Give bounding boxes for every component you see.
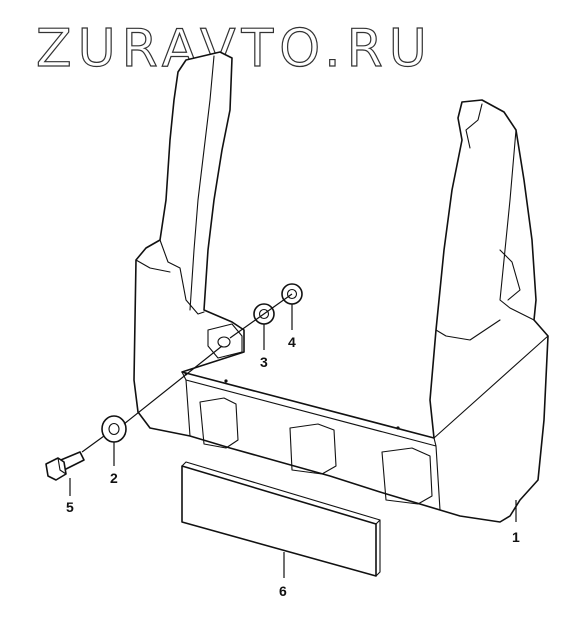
assembly-line-lower (81, 345, 223, 453)
plate-part (181, 461, 381, 577)
bolt-part (45, 451, 85, 481)
callout-3: 3 (260, 354, 268, 370)
callout-4: 4 (288, 334, 296, 350)
callout-5: 5 (66, 499, 74, 515)
assembly-line-upper (229, 293, 293, 339)
callout-1: 1 (512, 529, 520, 545)
watermark-text: ZURAVTO.RU (36, 19, 433, 79)
callout-6: 6 (279, 583, 287, 599)
callout-2: 2 (110, 470, 118, 486)
washer-2 (101, 415, 127, 443)
guard-part (133, 51, 549, 523)
